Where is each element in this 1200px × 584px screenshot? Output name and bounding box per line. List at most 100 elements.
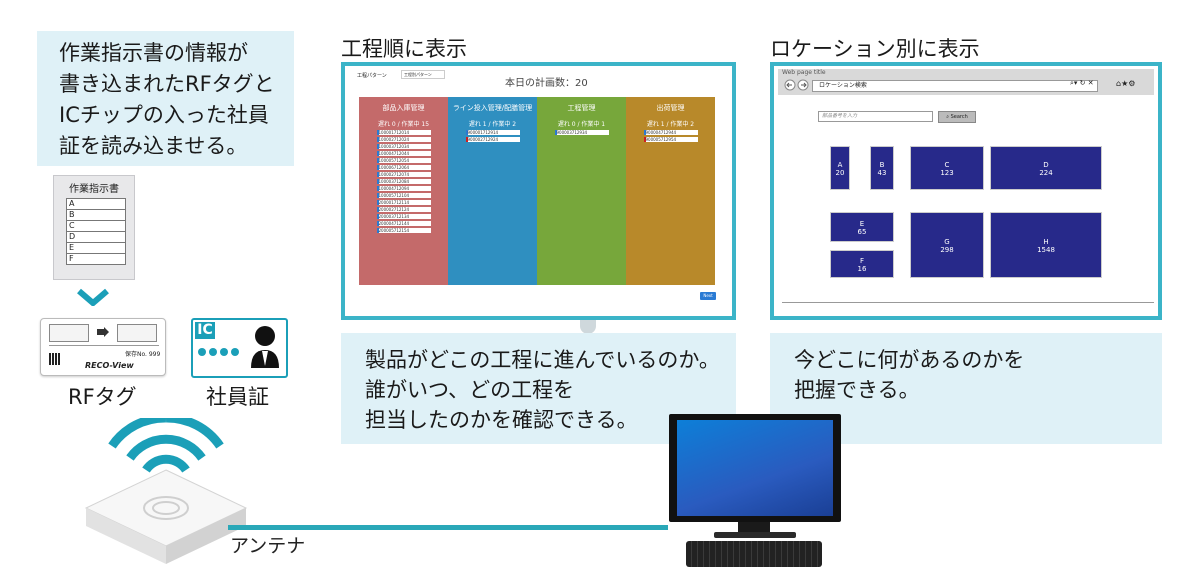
home-star-gear-icon[interactable]: ⌂★⚙ <box>1116 79 1136 88</box>
window-title: Web page title <box>782 69 826 76</box>
process-view-title: 工程順に表示 <box>341 37 467 61</box>
tag-field <box>117 324 157 342</box>
sheet-row: A <box>66 198 126 210</box>
instruction-text: 作業指示書の情報が 書き込まれたRFタグと ICチップの入った社員 証を読み込ま… <box>59 41 275 158</box>
arrow-right-icon <box>97 327 109 337</box>
process-column-status: 遅れ 1 / 作業中 2 <box>646 121 695 128</box>
process-callout-text: 製品がどこの工程に進んでいるのか。 誰がいつ、どの工程を 担当したのかを確認でき… <box>365 348 720 432</box>
work-item[interactable]: 100005712104 <box>376 193 431 198</box>
plan-count-value: 20 <box>575 78 588 89</box>
sheet-row: F <box>66 254 126 265</box>
qr-code-icon <box>49 353 61 365</box>
back-forward-icon[interactable] <box>784 79 810 91</box>
process-column-title: ライン投入管理/配膳管理 <box>452 104 533 112</box>
location-block-id: A <box>837 161 843 169</box>
work-item[interactable]: 900003712934 <box>554 130 609 135</box>
work-item[interactable]: 900002712924 <box>465 137 520 142</box>
work-item[interactable]: 100002712074 <box>376 172 431 177</box>
location-callout: 今どこに何があるのかを 把握できる。 <box>770 333 1162 444</box>
search-refresh-close-icon[interactable]: ⌕▾ ↻ ✕ <box>1070 79 1094 87</box>
monitor-stand <box>580 320 596 334</box>
person-icon <box>251 326 279 368</box>
work-item[interactable]: 100004712044 <box>376 151 431 156</box>
chevron-down-icon <box>77 288 109 306</box>
work-item[interactable]: 900001712914 <box>465 130 520 135</box>
pc-stand <box>738 522 770 534</box>
work-item[interactable]: 100001712014 <box>376 130 431 135</box>
work-item[interactable]: 100005712054 <box>376 158 431 163</box>
keyboard <box>686 541 822 567</box>
pattern-select[interactable]: 工程別パターン <box>401 70 445 79</box>
tag-field <box>49 324 89 342</box>
work-item[interactable]: 900005712954 <box>643 137 698 142</box>
location-block-count: 298 <box>940 246 954 254</box>
search-button-label: Search <box>950 114 968 120</box>
divider <box>49 345 159 346</box>
process-monitor: 工程パターン 工程別パターン 本日の計画数：20 部品入庫管理遅れ 0 / 作業… <box>341 62 736 320</box>
location-block-count: 20 <box>835 169 845 177</box>
cable <box>228 525 668 530</box>
work-item[interactable]: 900004712944 <box>643 130 698 135</box>
work-item[interactable]: 100006712064 <box>376 165 431 170</box>
work-item[interactable]: 200003712134 <box>376 214 431 219</box>
sheet-title: 作業指示書 <box>69 184 119 195</box>
pc-screen <box>677 420 833 516</box>
work-item[interactable]: 100003712084 <box>376 179 431 184</box>
work-order-sheet: 作業指示書 A B C D E F <box>53 175 135 280</box>
id-card: IC <box>191 318 288 378</box>
location-block-id: G <box>944 238 950 246</box>
location-block-id: D <box>1043 161 1049 169</box>
location-block-id: C <box>944 161 950 169</box>
search-input[interactable]: 部品番号を入力 <box>818 111 933 122</box>
work-item[interactable]: 200001712114 <box>376 200 431 205</box>
ic-badge: IC <box>195 322 215 339</box>
antenna-device <box>84 418 248 564</box>
work-item[interactable]: 200005712154 <box>376 228 431 233</box>
location-block-count: 65 <box>857 228 867 236</box>
location-block-id: F <box>859 257 865 265</box>
tag-brand: RECO-View <box>85 361 134 370</box>
tag-code: 保存No. 999 <box>125 351 161 358</box>
work-item[interactable]: 100004712094 <box>376 186 431 191</box>
process-column-title: 工程管理 <box>567 104 596 112</box>
location-monitor: Web page title ロケーション検索 ⌕▾ ↻ ✕ ⌂★⚙ 部品番号を… <box>770 62 1162 320</box>
plan-count: 本日の計画数：20 <box>505 74 588 89</box>
work-item[interactable]: 100003712034 <box>376 144 431 149</box>
next-button[interactable]: Next <box>700 292 716 300</box>
antenna-label: アンテナ <box>230 535 306 557</box>
process-column: ライン投入管理/配膳管理遅れ 1 / 作業中 2 900001712914 9000… <box>448 97 537 285</box>
process-callout: 製品がどこの工程に進んでいるのか。 誰がいつ、どの工程を 担当したのかを確認でき… <box>341 333 736 444</box>
rf-tag: 保存No. 999 RECO-View <box>40 318 166 376</box>
instruction-callout: 作業指示書の情報が 書き込まれたRFタグと ICチップの入った社員 証を読み込ま… <box>37 31 294 166</box>
location-block-count: 43 <box>877 169 887 177</box>
location-view-title: ロケーション別に表示 <box>770 37 980 61</box>
work-item[interactable]: 200002712124 <box>376 207 431 212</box>
work-item[interactable]: 200004712144 <box>376 221 431 226</box>
location-block-id: H <box>1043 238 1049 246</box>
work-item[interactable]: 100002712024 <box>376 137 431 142</box>
location-block-count: 224 <box>1039 169 1053 177</box>
location-block-count: 16 <box>857 265 867 273</box>
process-column-title: 部品入庫管理 <box>382 104 425 112</box>
location-block-count: 1548 <box>1037 246 1055 254</box>
sheet-row: D <box>66 232 126 243</box>
process-column: 工程管理遅れ 0 / 作業中 1 900003712934 <box>537 97 626 285</box>
process-column-status: 遅れ 1 / 作業中 2 <box>468 121 517 128</box>
search-button[interactable]: ⌕ Search <box>938 111 976 123</box>
sheet-row: C <box>66 221 126 232</box>
location-callout-text: 今どこに何があるのかを 把握できる。 <box>794 348 1025 402</box>
address-bar[interactable]: ロケーション検索 <box>812 80 1098 92</box>
location-block-count: 123 <box>940 169 954 177</box>
divider <box>782 302 1154 303</box>
process-column-status: 遅れ 0 / 作業中 1 <box>557 121 606 128</box>
